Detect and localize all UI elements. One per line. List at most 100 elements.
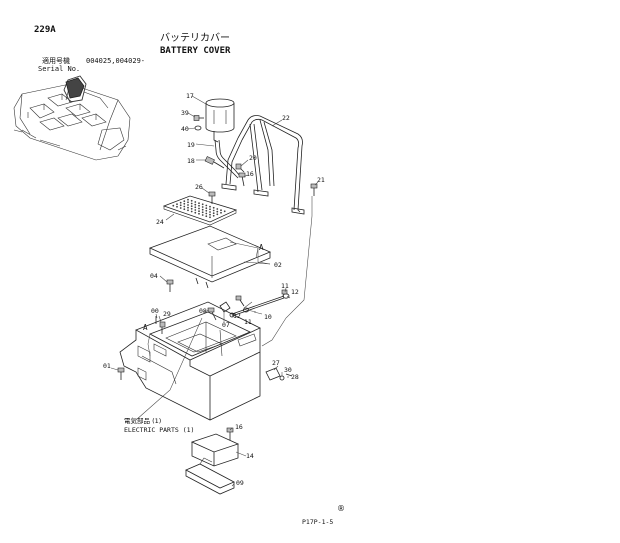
label-21: 21 [317, 176, 325, 184]
part-19-hose [214, 139, 241, 179]
applicable-label-japanese: 適用号機 [42, 57, 70, 65]
label-16-upper: 16 [246, 170, 254, 178]
title-english: BATTERY COVER [160, 46, 231, 56]
mesh-hole [201, 203, 204, 206]
label-22: 22 [282, 114, 290, 122]
machine-overview-sketch [13, 75, 131, 161]
label-20: 20 [249, 154, 257, 162]
label-16-lower: 16 [235, 423, 243, 431]
electric-parts-note-japanese: 電気部品 (1) [124, 417, 162, 425]
label-17: 17 [186, 92, 194, 100]
mesh-hole [183, 208, 186, 211]
label-29: 29 [163, 310, 171, 318]
label-A-lower: A [143, 323, 148, 332]
label-26: 26 [195, 183, 203, 191]
label-39: 39 [181, 109, 189, 117]
mesh-hole [205, 207, 208, 210]
bolt-29 [159, 321, 166, 334]
bolt-39 [193, 115, 204, 121]
part-17-reservoir-tank [205, 98, 235, 143]
part-24-mesh-plate [162, 195, 238, 226]
mesh-hole [187, 206, 189, 209]
bolt-04 [166, 279, 174, 292]
title-japanese: バッテリカバー [160, 33, 230, 44]
bracket-27-30-28 [265, 367, 293, 381]
mesh-hole [190, 199, 193, 202]
part-number-labels: 17 39 40 19 18 22 20 16 21 26 24 A 02 04… [103, 92, 325, 487]
mesh-hole [187, 201, 189, 204]
mesh-hole [209, 216, 211, 219]
label-11-left: 11 [244, 318, 252, 326]
label-30: 30 [284, 366, 292, 374]
mesh-hole [201, 208, 204, 211]
part-07-clip [219, 301, 231, 313]
mesh-hole [220, 211, 222, 214]
bolt-21 [310, 183, 318, 196]
mesh-hole [209, 205, 211, 208]
mesh-hole [198, 207, 200, 210]
part-18-clamp [204, 156, 225, 169]
mesh-hole [194, 211, 197, 214]
mesh-hole [190, 210, 193, 213]
part-02-top-cover [148, 225, 272, 289]
label-14: 14 [246, 452, 254, 460]
mesh-hole [212, 206, 215, 209]
label-10: 10 [264, 313, 272, 321]
label-08: 08 [199, 307, 207, 315]
mesh-hole [187, 198, 189, 201]
mesh-hole [183, 202, 186, 205]
mesh-hole [205, 204, 208, 207]
mesh-hole [198, 204, 200, 207]
label-01: 01 [103, 362, 111, 370]
label-12-right: 12 [291, 288, 299, 296]
mesh-hole [212, 214, 215, 217]
mesh-hole [176, 205, 178, 208]
mesh-hole [194, 209, 197, 211]
label-18: 18 [187, 157, 195, 165]
mesh-hole [216, 210, 219, 213]
label-12-left: 12 [233, 312, 241, 320]
leader-lines [110, 95, 319, 487]
mesh-hole [205, 212, 208, 215]
mesh-hole [201, 206, 204, 208]
mesh-hole [194, 206, 197, 209]
label-02: 02 [274, 261, 282, 269]
mesh-hole [205, 215, 208, 218]
mesh-hole [223, 210, 226, 213]
mesh-hole [194, 203, 197, 206]
mesh-hole [176, 203, 178, 206]
label-00: 00 [151, 307, 159, 315]
mesh-hole [187, 204, 189, 206]
washer-40 [194, 125, 202, 131]
bolt-20 [235, 163, 245, 173]
mesh-hole [212, 212, 215, 215]
mesh-hole [190, 207, 193, 210]
mesh-hole [179, 204, 182, 207]
applicable-serial-numbers: 004025,004029- [86, 57, 146, 65]
mesh-hole [209, 211, 211, 213]
mesh-hole [209, 208, 211, 211]
label-27: 27 [272, 359, 280, 367]
mesh-hole [220, 209, 222, 212]
part-09-bracket [185, 457, 235, 495]
mesh-hole [190, 205, 193, 208]
mesh-hole [179, 201, 182, 204]
mesh-hole [179, 207, 182, 209]
mesh-hole [216, 213, 219, 216]
page-reference: P17P-1-5 [302, 518, 334, 526]
electric-parts-note-english: ELECTRIC PARTS (1) [124, 426, 195, 434]
mesh-hole [183, 200, 186, 203]
label-11-right: 11 [281, 282, 289, 290]
mesh-hole [187, 209, 189, 212]
label-09: 09 [236, 479, 244, 487]
part-14-battery-tray [190, 433, 240, 467]
label-24: 24 [156, 218, 164, 226]
mesh-hole [172, 204, 175, 207]
mesh-hole [209, 213, 211, 216]
label-A-upper: A [259, 243, 264, 252]
serial-number-label: Serial No. [38, 65, 81, 73]
bolt-16-upper [238, 172, 246, 187]
mesh-hole [194, 201, 197, 203]
